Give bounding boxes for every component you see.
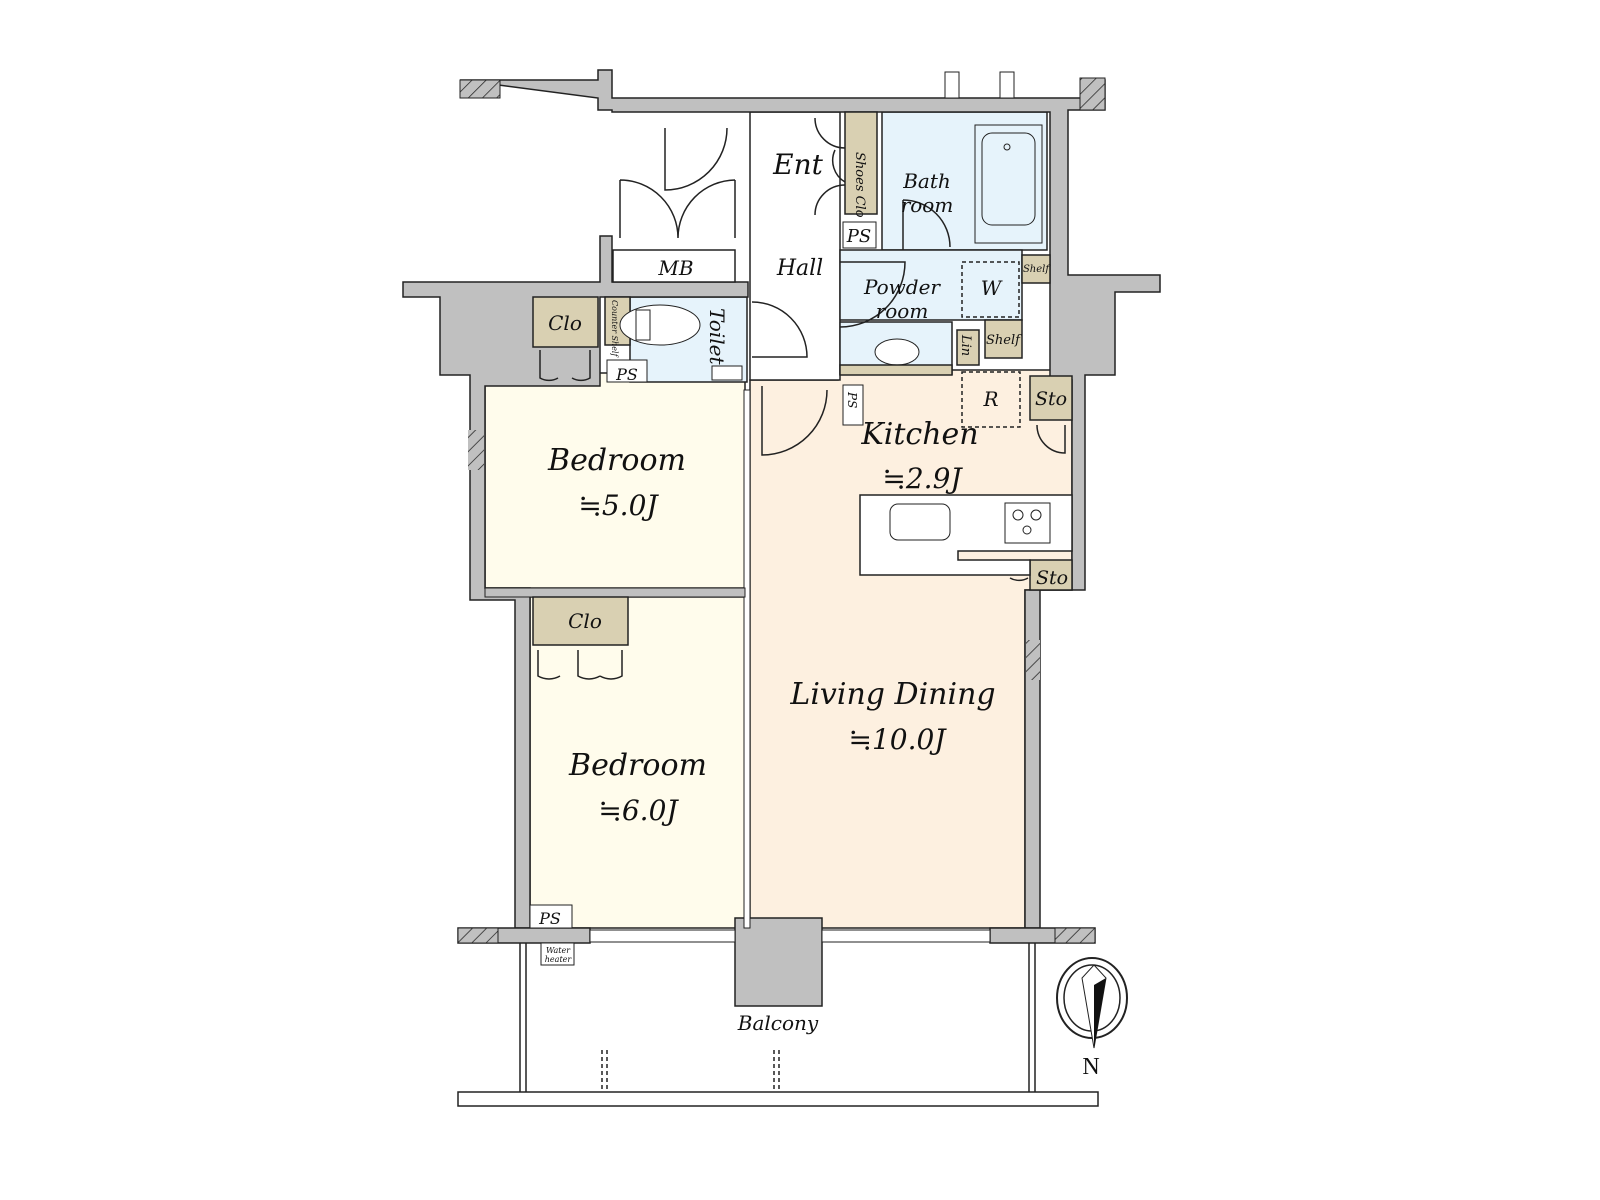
- bedroom2-area: ≒6.0J: [598, 794, 679, 827]
- north-label: N: [1082, 1054, 1099, 1080]
- counter-shelf-label: Counter Shelf: [610, 300, 619, 358]
- bedroom2-floor: [529, 596, 746, 929]
- closet1: [532, 296, 599, 348]
- shelf2-label: Shelf: [986, 333, 1022, 348]
- balcony-label: Balcony: [737, 1011, 819, 1035]
- counter-shelf: [604, 296, 631, 346]
- shoes-closet-label: Shoes Clo: [852, 152, 867, 218]
- closet2: [532, 596, 629, 646]
- powder-room-label-1: Powder: [863, 275, 941, 299]
- door-swing: [902, 199, 951, 250]
- bathroom-label-2: room: [901, 193, 954, 217]
- door-swing: [1009, 577, 1029, 582]
- partition-marks: [601, 1050, 780, 1092]
- powder-room-label-2: room: [876, 299, 929, 323]
- water-heater-label-2: heater: [545, 955, 573, 964]
- ps-top-label: PS: [846, 226, 871, 247]
- toilet-bowl: [619, 304, 701, 346]
- burner-icon: [1022, 525, 1032, 535]
- door-swing: [1036, 424, 1066, 454]
- window-left[interactable]: [589, 929, 736, 943]
- linen: [956, 329, 980, 366]
- bedroom1-name: Bedroom: [547, 443, 686, 478]
- ps-box-bedroom: [529, 904, 573, 929]
- burner-icon: [1030, 509, 1042, 521]
- storage2: [1029, 559, 1073, 591]
- bedroom1-area: ≒5.0J: [578, 489, 659, 522]
- shelf1-label: Shelf: [1023, 264, 1051, 275]
- kitchen-name: Kitchen: [860, 417, 978, 452]
- meter-box: [612, 249, 736, 283]
- balcony-outline: [519, 943, 1036, 1092]
- linen-label: Lin: [958, 334, 973, 356]
- wall-top-right-hatch: [1079, 77, 1106, 111]
- washer-space: [961, 261, 1020, 318]
- vent: [944, 71, 960, 99]
- wall-hatch: [457, 927, 499, 944]
- burner-icon: [1012, 509, 1024, 521]
- ps-box-kitchen: [842, 384, 864, 426]
- hall-label: Hall: [776, 256, 823, 281]
- mb-label: MB: [657, 256, 693, 280]
- water-heater-label-1: Water: [546, 946, 571, 955]
- wall-top-left-hatch: [459, 79, 501, 99]
- ent-label: Ent: [772, 148, 823, 181]
- bedroom2-name: Bedroom: [568, 748, 707, 783]
- toilet-remote: [711, 365, 743, 381]
- bathtub-inner: [981, 132, 1036, 226]
- closet-doors: [537, 350, 623, 680]
- shelf1: [1021, 254, 1051, 284]
- north-compass-icon: [1056, 957, 1128, 1049]
- hall-floor: [749, 111, 841, 381]
- refrigerator-label: R: [982, 387, 998, 411]
- toilet-label: Toilet: [705, 308, 729, 365]
- closet1-label: Clo: [548, 311, 582, 335]
- ps-box-toilet: [606, 359, 648, 383]
- storage1: [1029, 375, 1073, 421]
- balcony-railing[interactable]: [457, 1091, 1099, 1107]
- wash-basin: [874, 338, 920, 366]
- door-swing: [761, 386, 828, 456]
- ps-toilet-label: PS: [615, 365, 638, 384]
- shelf2: [984, 319, 1023, 359]
- storage2-label: Sto: [1036, 567, 1068, 589]
- storage1-label: Sto: [1035, 388, 1067, 410]
- bathroom-label-1: Bath: [902, 169, 951, 193]
- vent: [999, 71, 1015, 99]
- door-swing: [751, 301, 808, 358]
- door-swing: [814, 117, 846, 216]
- refrigerator-space: [961, 371, 1021, 428]
- kitchen-area: ≒2.9J: [882, 462, 963, 495]
- water-heater: [540, 942, 575, 966]
- door-swing: [619, 179, 736, 239]
- bedroom1-floor: [484, 372, 746, 589]
- wall-left-hatch: [468, 430, 484, 470]
- door-swing: [839, 261, 906, 328]
- living-name: Living Dining: [789, 677, 995, 712]
- stove: [1004, 502, 1051, 544]
- vanity-counter: [839, 364, 953, 376]
- living-area: ≒10.0J: [848, 723, 947, 756]
- ps-box-top: [842, 221, 877, 249]
- drain-icon: [1003, 143, 1011, 151]
- ps-bedroom-label: PS: [538, 909, 561, 928]
- washer-label: W: [981, 276, 1003, 300]
- ps-kitchen-label: PS: [845, 391, 859, 408]
- toilet-tank: [635, 309, 651, 341]
- shoes-closet: [844, 111, 878, 215]
- living-floor: [749, 369, 1073, 929]
- closet2-label: Clo: [568, 609, 602, 633]
- front-door-swing: [664, 127, 728, 191]
- wall-hatch: [1054, 927, 1096, 944]
- wall-right-hatch: [1026, 640, 1040, 680]
- window-right[interactable]: [821, 929, 991, 943]
- partition: [743, 389, 751, 929]
- column: [734, 917, 823, 1007]
- partition: [484, 587, 746, 598]
- sink: [889, 503, 951, 541]
